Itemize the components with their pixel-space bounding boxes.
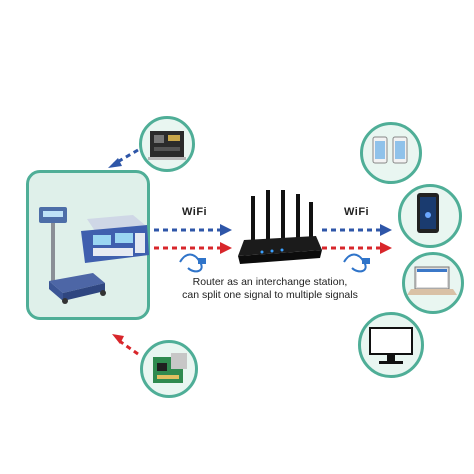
smartphones-circle (360, 122, 422, 184)
ethernet-cable-icon (343, 253, 370, 273)
wifi-label-left: WiFi (182, 206, 208, 218)
caption-line-2: can split one signal to multiple signals (182, 289, 358, 301)
laptop-circle (402, 252, 464, 314)
smartphones-icon (372, 136, 408, 164)
weighing-scale-icon (39, 207, 149, 304)
ethernet-cable-icon (179, 253, 206, 273)
serial-module-icon (153, 353, 187, 383)
serial-module-circle (140, 340, 198, 398)
wifi-label-right: WiFi (344, 206, 370, 218)
diagram-caption: Router as an interchange station, can sp… (170, 276, 370, 302)
circuit-board-circle (139, 116, 195, 172)
caption-line-1: Router as an interchange station, (192, 276, 348, 288)
laptop-icon (407, 266, 457, 295)
circuit-board-icon (148, 131, 186, 160)
tablet-icon (417, 193, 439, 233)
monitor-icon (369, 327, 413, 364)
weighing-scale-panel (26, 170, 150, 320)
monitor-circle (358, 312, 424, 378)
tablet-circle (398, 184, 462, 248)
